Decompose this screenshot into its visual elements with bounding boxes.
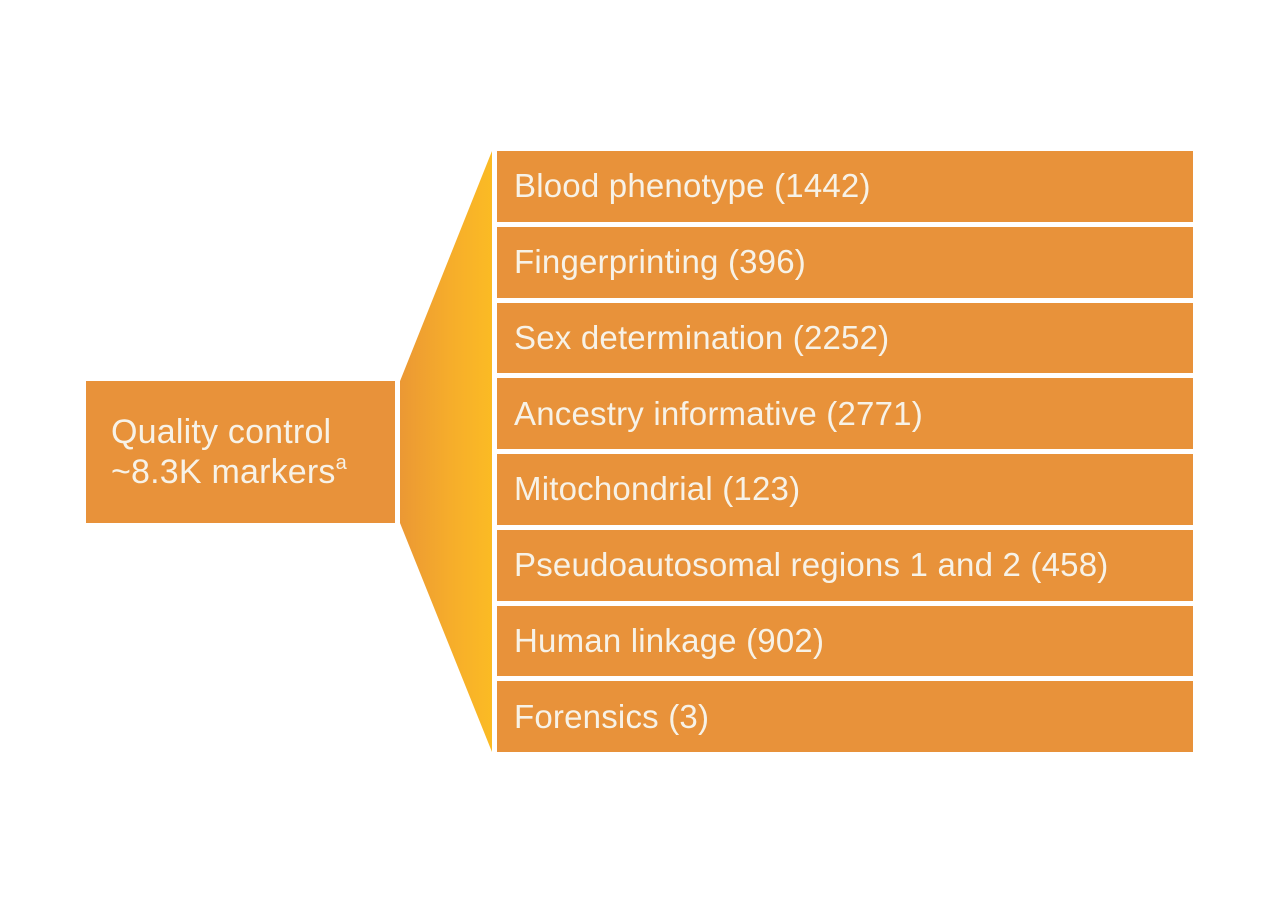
branch-bar-pseudoautosomal-regions: Pseudoautosomal regions 1 and 2 (458) — [497, 529, 1193, 601]
root-node-quality-control: Quality control ~8.3K markersa — [86, 381, 395, 523]
branch-bar-human-linkage: Human linkage (902) — [497, 605, 1193, 677]
branch-label: Ancestry informative (2771) — [514, 394, 923, 432]
branch-bar-blood-phenotype: Blood phenotype (1442) — [497, 151, 1193, 222]
branch-list: Blood phenotype (1442) Fingerprinting (3… — [497, 151, 1193, 752]
branch-label: Fingerprinting (396) — [514, 243, 806, 281]
branch-label: Forensics (3) — [514, 697, 710, 735]
branch-bar-sex-determination: Sex determination (2252) — [497, 302, 1193, 374]
root-label-line1: Quality control — [111, 413, 332, 451]
branch-label: Pseudoautosomal regions 1 and 2 (458) — [514, 546, 1109, 584]
root-label-superscript: a — [335, 452, 347, 474]
root-node-label: Quality control ~8.3K markersa — [111, 412, 347, 492]
branch-label: Sex determination (2252) — [514, 318, 890, 356]
branch-bar-forensics: Forensics (3) — [497, 681, 1193, 752]
fan-connector — [400, 151, 492, 752]
branch-bar-ancestry-informative: Ancestry informative (2771) — [497, 378, 1193, 449]
branch-bar-fingerprinting: Fingerprinting (396) — [497, 226, 1193, 298]
branch-label: Human linkage (902) — [514, 621, 825, 659]
root-label-line2: ~8.3K markers — [111, 453, 336, 491]
branch-bar-mitochondrial: Mitochondrial (123) — [497, 454, 1193, 525]
branch-label: Blood phenotype (1442) — [514, 167, 871, 205]
branch-label: Mitochondrial (123) — [514, 470, 801, 508]
